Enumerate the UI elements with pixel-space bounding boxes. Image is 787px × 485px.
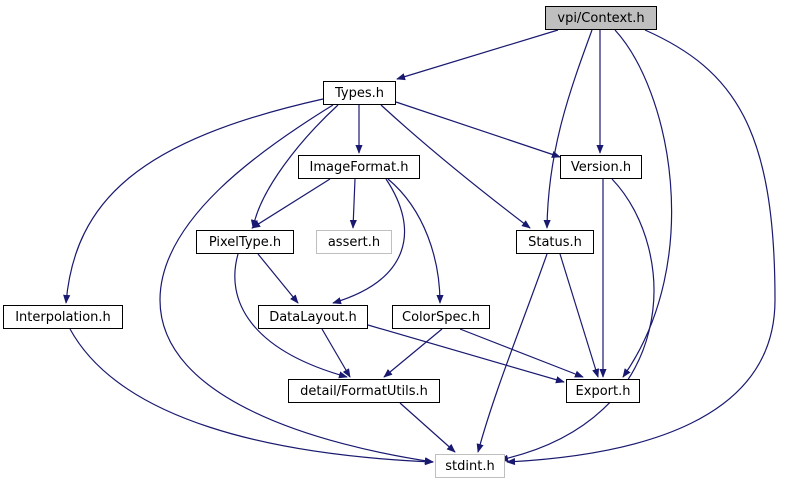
node-label: Types.h (334, 85, 384, 101)
edge-types-to-status (380, 104, 531, 229)
edge-colorspec-to-formatutils (383, 328, 443, 378)
node-label: Status.h (528, 234, 582, 250)
node-label: ImageFormat.h (309, 159, 409, 175)
node-label: vpi/Context.h (557, 10, 645, 26)
edge-datalayout-to-formatutils (321, 328, 351, 378)
node-label: DataLayout.h (269, 309, 357, 325)
node-detail-formatutils-h[interactable]: detail/FormatUtils.h (288, 379, 440, 403)
edge-types-to-interpolation (63, 98, 324, 304)
node-export-h[interactable]: Export.h (566, 379, 640, 403)
node-assert-h: assert.h (316, 230, 392, 254)
node-colorspec-h[interactable]: ColorSpec.h (392, 305, 490, 329)
edge-colorspec-to-export (459, 328, 584, 378)
edge-types-to-version (395, 101, 561, 158)
node-label: PixelType.h (208, 234, 282, 250)
edge-context-to-stdint (506, 29, 776, 466)
edge-context-to-types (396, 29, 559, 81)
edge-datalayout-to-export (367, 324, 565, 384)
edge-types-to-pixeltype (250, 104, 339, 229)
edge-imageformat-to-assert (349, 178, 357, 229)
edge-imageformat-to-pixeltype (251, 178, 331, 229)
edge-imageformat-to-colorspec (387, 178, 444, 304)
node-imageformat-h[interactable]: ImageFormat.h (298, 155, 420, 179)
node-label: Export.h (575, 383, 631, 399)
node-label: stdint.h (445, 458, 495, 474)
edge-pixeltype-to-formatutils (234, 253, 348, 379)
edge-formatutils-to-stdint (399, 402, 456, 453)
edge-pixeltype-to-datalayout (257, 253, 299, 304)
node-interpolation-h[interactable]: Interpolation.h (3, 305, 123, 329)
edge-status-to-export (559, 253, 600, 378)
node-pixeltype-h[interactable]: PixelType.h (196, 230, 294, 254)
edge-interpolation-to-stdint (69, 328, 434, 466)
node-types-h[interactable]: Types.h (323, 81, 396, 105)
edge-version-to-stdint (499, 178, 655, 462)
edge-imageformat-to-datalayout (332, 178, 406, 305)
node-label: assert.h (327, 234, 381, 250)
node-label: detail/FormatUtils.h (300, 383, 428, 399)
node-stdint-h: stdint.h (435, 454, 505, 478)
node-status-h[interactable]: Status.h (516, 230, 594, 254)
node-datalayout-h[interactable]: DataLayout.h (258, 305, 368, 329)
node-label: Interpolation.h (15, 309, 111, 325)
node-label: Version.h (570, 159, 632, 175)
node-version-h[interactable]: Version.h (560, 155, 642, 179)
edge-status-to-stdint (476, 253, 548, 453)
node-label: ColorSpec.h (402, 309, 480, 325)
node-vpi-context-h: vpi/Context.h (545, 6, 657, 30)
edge-context-to-status (543, 29, 593, 229)
edge-types-to-stdint (159, 104, 434, 465)
